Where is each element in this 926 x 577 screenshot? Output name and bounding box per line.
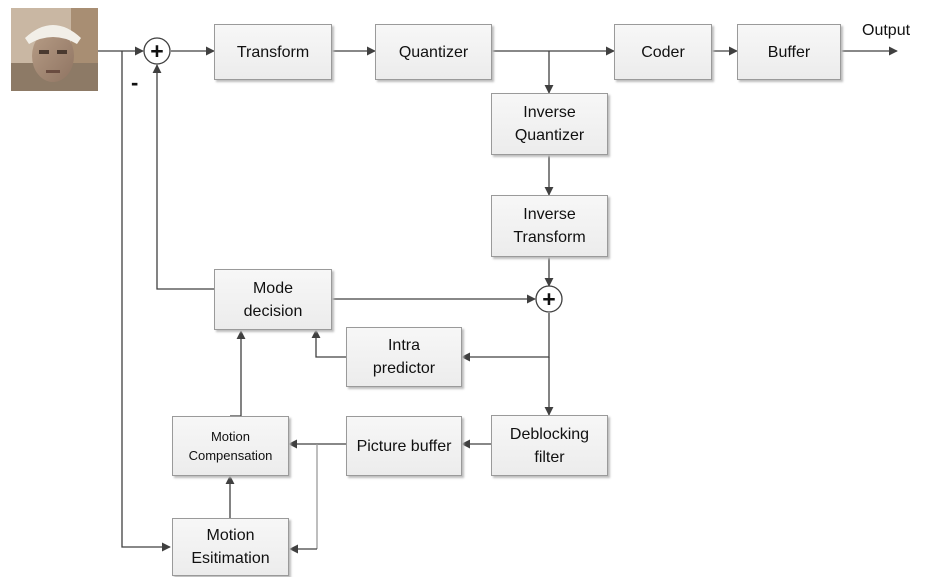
input-frame-image — [11, 8, 98, 91]
motion-compensation-label: Motion Compensation — [188, 429, 273, 463]
subtractor-plus: + — [150, 38, 163, 64]
arrow-feedback-to-subtractor — [152, 64, 216, 290]
coder-block: Coder — [614, 24, 712, 80]
subtract-sign: - — [131, 70, 139, 95]
buffer-block: Buffer — [737, 24, 841, 80]
mode-decision-block: Mode decision — [214, 269, 332, 330]
arrow-motion-compensation-to-mode-decision — [230, 330, 246, 417]
intra-predictor-label: Intra predictor — [372, 337, 436, 377]
arrow-intra-to-mode-decision — [311, 329, 346, 358]
quantizer-label: Quantizer — [398, 43, 469, 61]
inverse-transform-label: Inverse Transform — [513, 206, 586, 246]
transform-block: Transform — [214, 24, 332, 80]
transform-label: Transform — [236, 43, 310, 61]
arrow-adder-to-intra-predictor — [461, 313, 550, 362]
adder-circle — [535, 285, 563, 313]
line-input-to-motion-estimation — [121, 51, 171, 552]
picture-buffer-block: Picture buffer — [346, 416, 462, 476]
motion-estimation-block: Motion Esitimation — [172, 518, 289, 576]
motion-compensation-block: Motion Compensation — [172, 416, 289, 476]
intra-predictor-block: Intra predictor — [346, 327, 462, 387]
motion-estimation-label: Motion Esitimation — [191, 527, 270, 567]
quantizer-block: Quantizer — [375, 24, 492, 80]
inverse-quantizer-label: Inverse Quantizer — [514, 104, 585, 144]
coder-label: Coder — [641, 43, 685, 61]
output-label: Output — [862, 22, 911, 39]
subtractor-circle — [143, 37, 171, 65]
mode-decision-label: Mode decision — [243, 279, 303, 320]
deblocking-filter-label: Deblocking filter — [509, 425, 590, 466]
inverse-transform-block: Inverse Transform — [491, 195, 608, 257]
adder-plus: + — [542, 286, 555, 312]
buffer-label: Buffer — [767, 43, 811, 61]
picture-buffer-label: Picture buffer — [356, 437, 452, 455]
inverse-quantizer-block: Inverse Quantizer — [491, 93, 608, 155]
deblocking-filter-block: Deblocking filter — [491, 415, 608, 476]
